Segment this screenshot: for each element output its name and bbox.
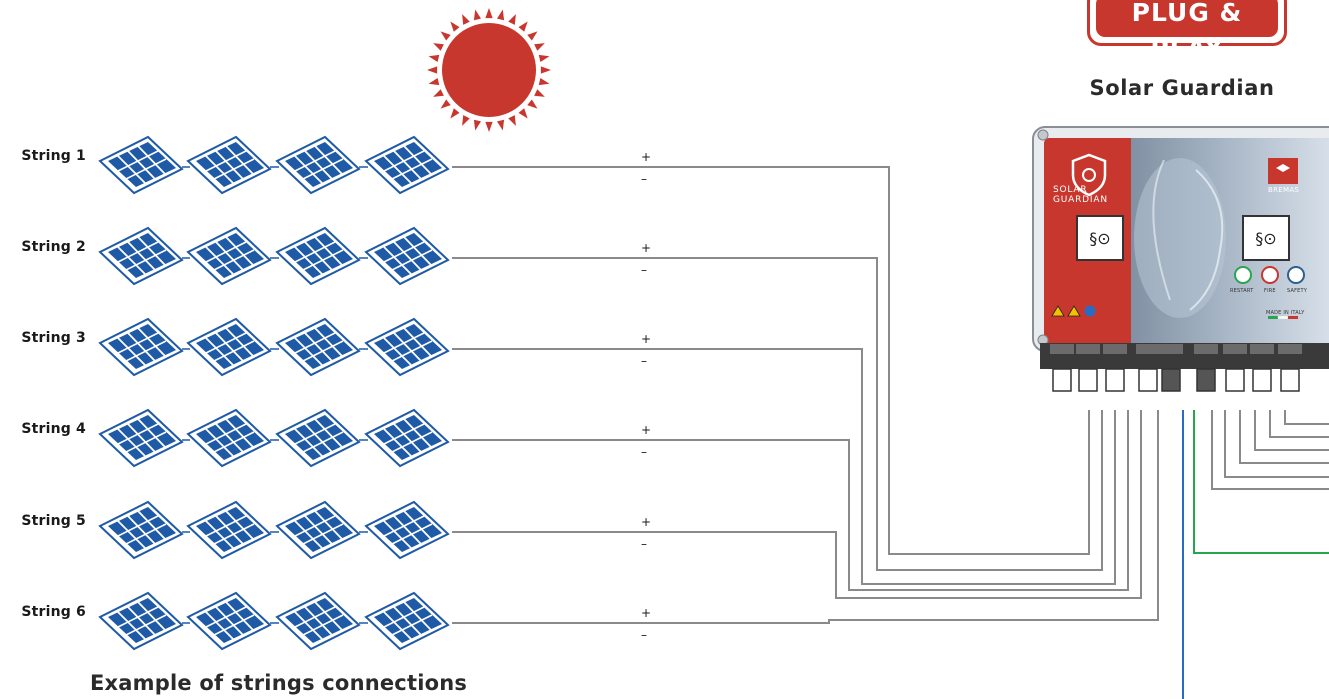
- svg-text:§⊙: §⊙: [1089, 229, 1110, 248]
- svg-text:§⊙: §⊙: [1255, 229, 1276, 248]
- string-label: String 3: [21, 330, 86, 346]
- cable-gland: [1105, 368, 1125, 392]
- string-label: String 6: [21, 604, 86, 620]
- output-wire: [1254, 410, 1329, 451]
- string-wire: [452, 410, 1142, 599]
- solar-panel-icon: [365, 227, 449, 285]
- cable-gland: [1225, 368, 1245, 392]
- sun-icon: [427, 8, 551, 132]
- solar-panel-icon: [187, 501, 271, 559]
- string-wire: [452, 257, 1103, 571]
- solar-panel-icon: [276, 592, 360, 650]
- output-wire: [1239, 410, 1329, 464]
- solar-panel-icon: [99, 136, 183, 194]
- string-wire: [452, 410, 1129, 591]
- diagram-caption: Example of strings connections: [90, 671, 468, 695]
- minus-sign: –: [641, 445, 647, 459]
- plus-sign: +: [641, 150, 652, 164]
- string-label: String 1: [21, 148, 86, 164]
- cable-gland: [1138, 368, 1158, 392]
- cable-gland: [1052, 368, 1072, 392]
- solar-panel-icon: [99, 501, 183, 559]
- solar-panel-icon: [276, 501, 360, 559]
- solar-panel-icon: [365, 136, 449, 194]
- string-label: String 2: [21, 239, 86, 255]
- plus-sign: +: [641, 606, 652, 620]
- cable-gland: [1161, 368, 1181, 392]
- string-wire: [452, 166, 1090, 555]
- plus-sign: +: [641, 332, 652, 346]
- cable-gland: [1252, 368, 1272, 392]
- info-icon: [1084, 305, 1096, 317]
- status-label-restart: RESTART: [1230, 288, 1254, 294]
- made-in-label: MADE IN ITALY: [1266, 310, 1305, 316]
- minus-sign: –: [641, 263, 647, 277]
- solar-panel-icon: [276, 409, 360, 467]
- cable-gland: [1280, 368, 1300, 392]
- string-wire: [452, 348, 1116, 585]
- solar-panel-icon: [187, 318, 271, 376]
- plus-sign: +: [641, 241, 652, 255]
- solar-panel-icon: [99, 227, 183, 285]
- cable-gland: [1078, 368, 1098, 392]
- minus-sign: –: [641, 537, 647, 551]
- plug-and-play-badge: PLUG & PLAY: [1087, 0, 1287, 63]
- string-label: String 4: [21, 421, 86, 437]
- plus-sign: +: [641, 515, 652, 529]
- solar-panel-icon: [187, 227, 271, 285]
- left-window: [1076, 215, 1124, 261]
- warning-icon: [1067, 305, 1081, 317]
- safety-icon: [1287, 266, 1305, 284]
- brand-label: BREMAS: [1268, 186, 1300, 194]
- cable-gland: [1196, 368, 1216, 392]
- solar-panel-icon: [276, 136, 360, 194]
- device-name-line2: GUARDIAN: [1053, 195, 1108, 205]
- output-wire: [1284, 410, 1329, 425]
- solar-panel-icon: [365, 318, 449, 376]
- status-label-fire: FIRE: [1264, 288, 1276, 294]
- solar-panel-icon: [99, 592, 183, 650]
- device-title: Solar Guardian: [1089, 76, 1275, 100]
- green-wire: [1193, 410, 1329, 554]
- solar-panel-icon: [187, 136, 271, 194]
- right-window: [1242, 215, 1290, 261]
- string-label: String 5: [21, 513, 86, 529]
- status-label-safety: SAFETY: [1287, 288, 1308, 294]
- solar-panel-icon: [276, 227, 360, 285]
- output-wire: [1211, 410, 1329, 490]
- solar-panel-icon: [365, 409, 449, 467]
- output-wire: [1224, 410, 1329, 478]
- minus-sign: –: [641, 628, 647, 642]
- minus-sign: –: [641, 354, 647, 368]
- shield-icon: [1071, 153, 1107, 197]
- solar-panel-icon: [187, 409, 271, 467]
- restart-icon: [1234, 266, 1252, 284]
- solar-guardian-device: §⊙ §⊙: [1032, 126, 1329, 392]
- minus-sign: –: [641, 172, 647, 186]
- solar-panel-icon: [365, 501, 449, 559]
- solar-panel-icon: [99, 318, 183, 376]
- solar-panel-icon: [365, 592, 449, 650]
- solar-panel-icon: [99, 409, 183, 467]
- string-wire: [452, 410, 1159, 624]
- solar-panel-icon: [187, 592, 271, 650]
- plus-sign: +: [641, 423, 652, 437]
- device-name-line1: SOLAR: [1053, 185, 1088, 195]
- output-wire: [1269, 410, 1329, 438]
- solar-panel-icon: [276, 318, 360, 376]
- fire-icon: [1261, 266, 1279, 284]
- warning-icon: [1051, 305, 1065, 317]
- badge-label: PLUG & PLAY: [1096, 0, 1278, 63]
